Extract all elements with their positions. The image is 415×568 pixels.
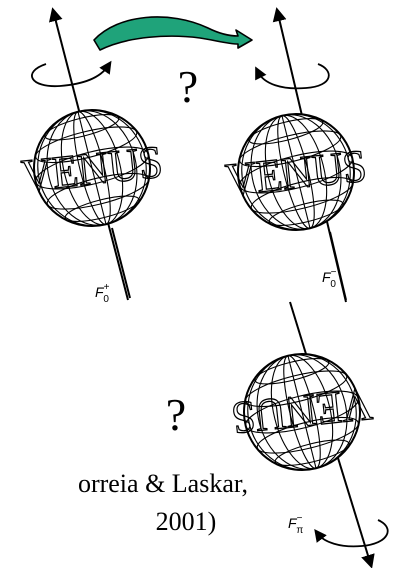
- globe-left-icon: VENUS: [19, 96, 166, 240]
- globe-left-group: VENUS F+0: [19, 7, 166, 305]
- question-mark-middle: ?: [166, 389, 186, 440]
- citation-line-1: orreia & Laskar,: [78, 469, 248, 498]
- state-right-sub: 0: [330, 279, 336, 290]
- citation-line-2: 2001): [156, 507, 217, 536]
- globe-right-icon: VENUS: [223, 100, 370, 244]
- state-bottom-sub: π: [296, 525, 303, 536]
- state-label-right: F−0: [322, 267, 337, 290]
- rotation-arrow-right-icon: [255, 63, 330, 90]
- rotation-arrow-bottom-icon: [314, 519, 389, 548]
- state-left-sup: +: [104, 282, 110, 293]
- state-bottom-main: F: [288, 515, 298, 531]
- state-right-main: F: [322, 269, 332, 285]
- globe-bottom-icon: VENUS: [228, 340, 375, 484]
- rotation-arrow-left-icon: [31, 60, 112, 87]
- state-label-left: F+0: [95, 282, 110, 305]
- state-right-sup: −: [331, 267, 337, 278]
- state-label-bottom: F−π: [288, 513, 303, 536]
- question-mark-top: ?: [178, 61, 198, 112]
- state-left-main: F: [95, 284, 105, 300]
- globe-right-group: VENUS F−0: [223, 7, 370, 303]
- state-left-sub: 0: [103, 294, 109, 305]
- globe-bottom-group: VENUS F−π: [228, 301, 389, 568]
- state-bottom-sup: −: [297, 513, 303, 524]
- transition-arrow-icon: [93, 16, 253, 51]
